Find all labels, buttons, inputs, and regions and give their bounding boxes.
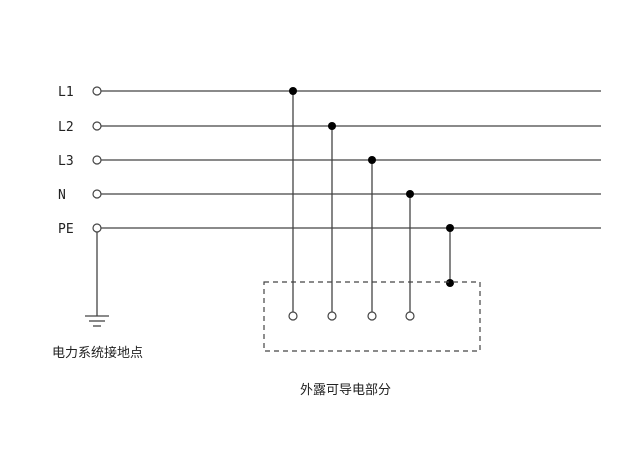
ground-symbol-icon — [85, 315, 109, 327]
junction-enclosure-pe — [446, 279, 454, 287]
label-l2: L2 — [58, 120, 74, 135]
junction-n — [406, 190, 414, 198]
junction-l1 — [289, 87, 297, 95]
terminal-pe — [92, 223, 102, 233]
equipment-terminal-n — [405, 311, 415, 321]
junction-l2 — [328, 122, 336, 130]
label-l1: L1 — [58, 85, 74, 100]
terminal-n — [92, 189, 102, 199]
equipment-terminal-l2 — [327, 311, 337, 321]
exposed-part-caption: 外露可导电部分 — [300, 383, 391, 398]
equipment-terminal-l1 — [288, 311, 298, 321]
label-n: N — [58, 188, 66, 203]
terminal-l1 — [92, 86, 102, 96]
equipment-terminal-l3 — [367, 311, 377, 321]
label-l3: L3 — [58, 154, 74, 169]
junction-pe — [446, 224, 454, 232]
exposed-part-enclosure — [263, 281, 481, 352]
terminal-l2 — [92, 121, 102, 131]
label-pe: PE — [58, 222, 74, 237]
terminal-l3 — [92, 155, 102, 165]
junction-l3 — [368, 156, 376, 164]
ground-point-caption: 电力系统接地点 — [52, 345, 143, 361]
